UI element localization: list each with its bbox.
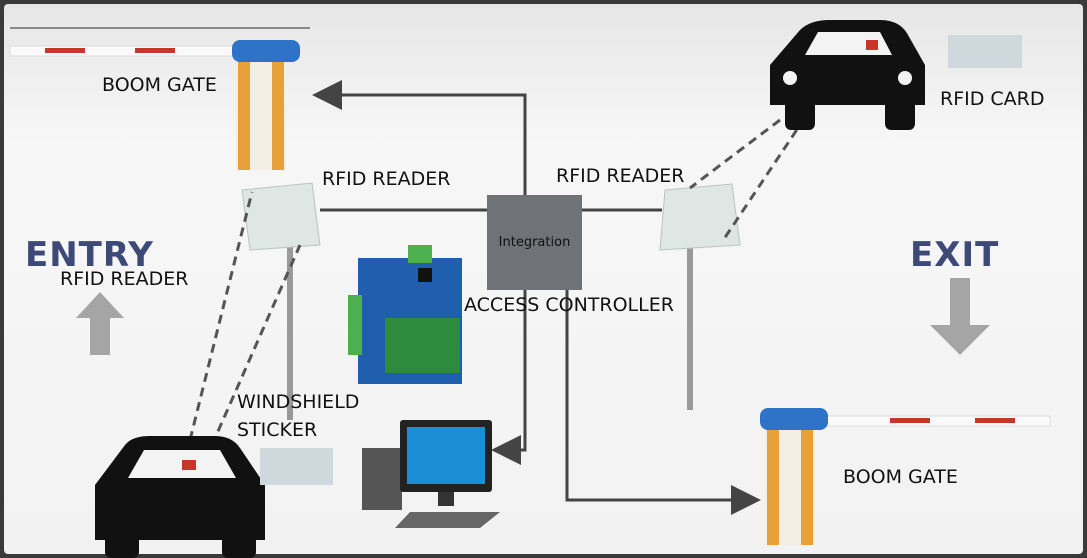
rfid-card-image — [948, 35, 1022, 68]
entry-label: ENTRY — [25, 235, 154, 275]
computer — [362, 420, 500, 528]
entry-up-arrow-icon — [76, 292, 124, 355]
access-controller-board — [348, 245, 462, 384]
boom-gate-bottom-right — [760, 408, 1051, 545]
rfid-reader-left-label: RFID READER — [60, 268, 189, 290]
integration-label: Integration — [498, 235, 571, 250]
exit-label: EXIT — [910, 235, 1000, 275]
boom-gate-bottom-label: BOOM GATE — [843, 466, 958, 488]
exit-down-arrow-icon — [930, 278, 990, 355]
car-bottom-left — [95, 436, 265, 558]
connection-lines — [312, 80, 761, 515]
boom-gate-top-label: BOOM GATE — [102, 74, 217, 96]
car-top-right — [770, 20, 925, 130]
windshield-sticker-label-line2: STICKER — [237, 419, 318, 441]
rfid-card-label: RFID CARD — [940, 88, 1045, 110]
rfid-reader-top-right-label: RFID READER — [556, 165, 685, 187]
boom-gate-top-left — [9, 27, 310, 170]
windshield-sticker-label-line1: WINDSHIELD — [237, 391, 360, 413]
integration-box: Integration — [487, 195, 582, 290]
rfid-reader-left-device — [241, 182, 321, 420]
windshield-sticker-image — [260, 448, 333, 485]
rfid-reader-right-device — [659, 183, 741, 410]
access-controller-label: ACCESS CONTROLLER — [464, 294, 674, 316]
rfid-reader-top-left-label: RFID READER — [322, 168, 451, 190]
